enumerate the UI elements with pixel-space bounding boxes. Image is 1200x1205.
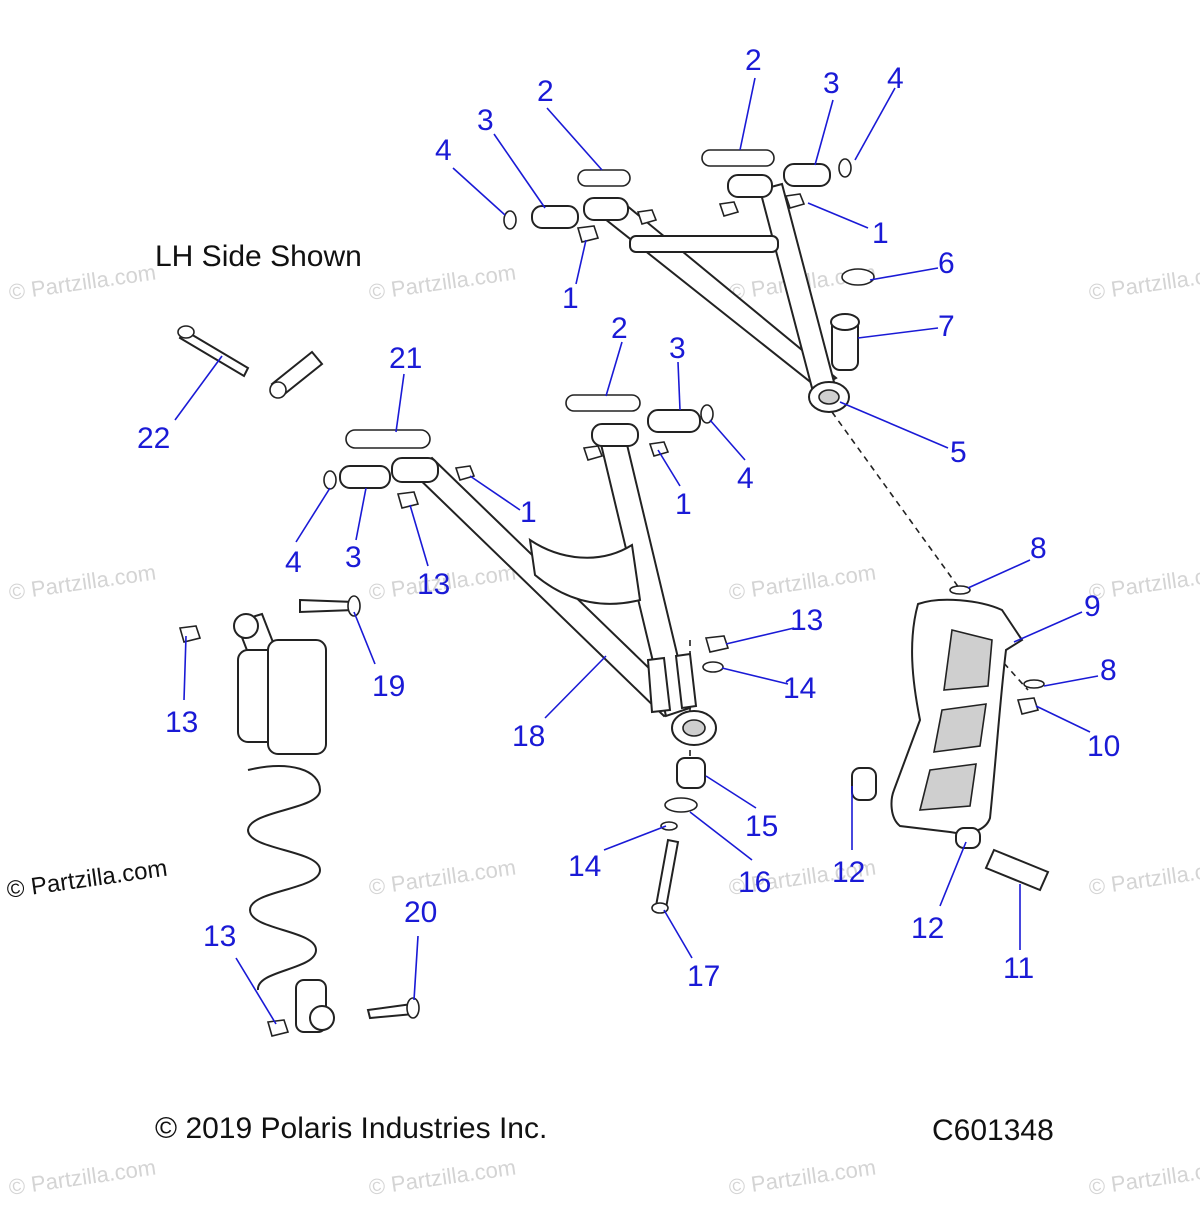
- callout-17: 17: [687, 960, 720, 993]
- upper-a-arm: [583, 174, 850, 413]
- watermark: © Partzilla.com: [727, 1155, 877, 1200]
- callout-22: 22: [137, 422, 170, 455]
- watermark: © Partzilla.com: [7, 260, 157, 305]
- callout-20: 20: [404, 896, 437, 929]
- callout-19: 19: [372, 670, 405, 703]
- watermark: © Partzilla.com: [367, 855, 517, 900]
- shock-absorber: [233, 612, 335, 1033]
- callout-6: 6: [938, 247, 955, 280]
- callout-15: 15: [745, 810, 778, 843]
- callout-12: 12: [832, 856, 865, 889]
- callout-3: 3: [823, 67, 840, 100]
- watermark: © Partzilla.com: [367, 1155, 517, 1200]
- side-note: LH Side Shown: [155, 240, 362, 273]
- callout-4: 4: [285, 546, 302, 579]
- callout-8: 8: [1030, 532, 1047, 565]
- callout-13: 13: [165, 706, 198, 739]
- callout-1: 1: [562, 282, 579, 315]
- copyright-notice: © 2019 Polaris Industries Inc.: [155, 1112, 547, 1145]
- callout-1: 1: [872, 217, 889, 250]
- lower-a-arm: [391, 423, 717, 746]
- callout-1: 1: [520, 496, 537, 529]
- callout-2: 2: [611, 312, 628, 345]
- callout-2: 2: [537, 75, 554, 108]
- ball-joint: [830, 268, 875, 371]
- lower-pivot-bolts: [345, 394, 641, 449]
- watermark: © Partzilla.com: [7, 560, 157, 605]
- callout-12: 12: [911, 912, 944, 945]
- callout-1: 1: [675, 488, 692, 521]
- callout-13: 13: [203, 920, 236, 953]
- callout-4: 4: [435, 134, 452, 167]
- callout-4: 4: [887, 62, 904, 95]
- callout-10: 10: [1087, 730, 1120, 763]
- spindle: [851, 585, 1050, 892]
- callout-4: 4: [737, 462, 754, 495]
- callout-14: 14: [783, 672, 816, 705]
- lower-ball-joint-stack: [651, 635, 730, 914]
- callout-16: 16: [738, 866, 771, 899]
- upper-bushings: [503, 158, 852, 230]
- watermark: © Partzilla.com: [1087, 560, 1200, 605]
- callout-5: 5: [950, 436, 967, 469]
- site-credit: © Partzilla.com: [5, 855, 169, 904]
- callout-11: 11: [1003, 952, 1034, 985]
- watermark: © Partzilla.com: [1087, 260, 1200, 305]
- watermark: © Partzilla.com: [1087, 855, 1200, 900]
- callout-21: 21: [389, 342, 422, 375]
- watermark: © Partzilla.com: [367, 260, 517, 305]
- callout-13: 13: [790, 604, 823, 637]
- leader-lines: [174, 77, 1099, 1025]
- upper-nuts: [576, 193, 806, 243]
- shock-hardware: [178, 595, 420, 1037]
- callout-7: 7: [938, 310, 955, 343]
- callout-3: 3: [669, 332, 686, 365]
- callout-13: 13: [417, 568, 450, 601]
- assembly-axis: [831, 411, 963, 593]
- upper-pivot-bolts: [577, 149, 775, 187]
- figure-code: C601348: [932, 1114, 1054, 1147]
- callout-3: 3: [345, 541, 362, 574]
- callout-3: 3: [477, 104, 494, 137]
- callout-9: 9: [1084, 590, 1101, 623]
- watermark: © Partzilla.com: [727, 560, 877, 605]
- watermark: © Partzilla.com: [1087, 1155, 1200, 1200]
- callout-14: 14: [568, 850, 601, 883]
- callout-8: 8: [1100, 654, 1117, 687]
- watermark: © Partzilla.com: [7, 1155, 157, 1200]
- lower-nuts: [396, 441, 670, 509]
- callout-numbers: 2 2 3 3 4 4 1 1 6 7 5 22 21 2 3 4 1 1 4 …: [137, 44, 1120, 993]
- bolt-22: [177, 325, 250, 378]
- callout-18: 18: [512, 720, 545, 753]
- clevis-pin: [269, 350, 324, 399]
- callout-2: 2: [745, 44, 762, 77]
